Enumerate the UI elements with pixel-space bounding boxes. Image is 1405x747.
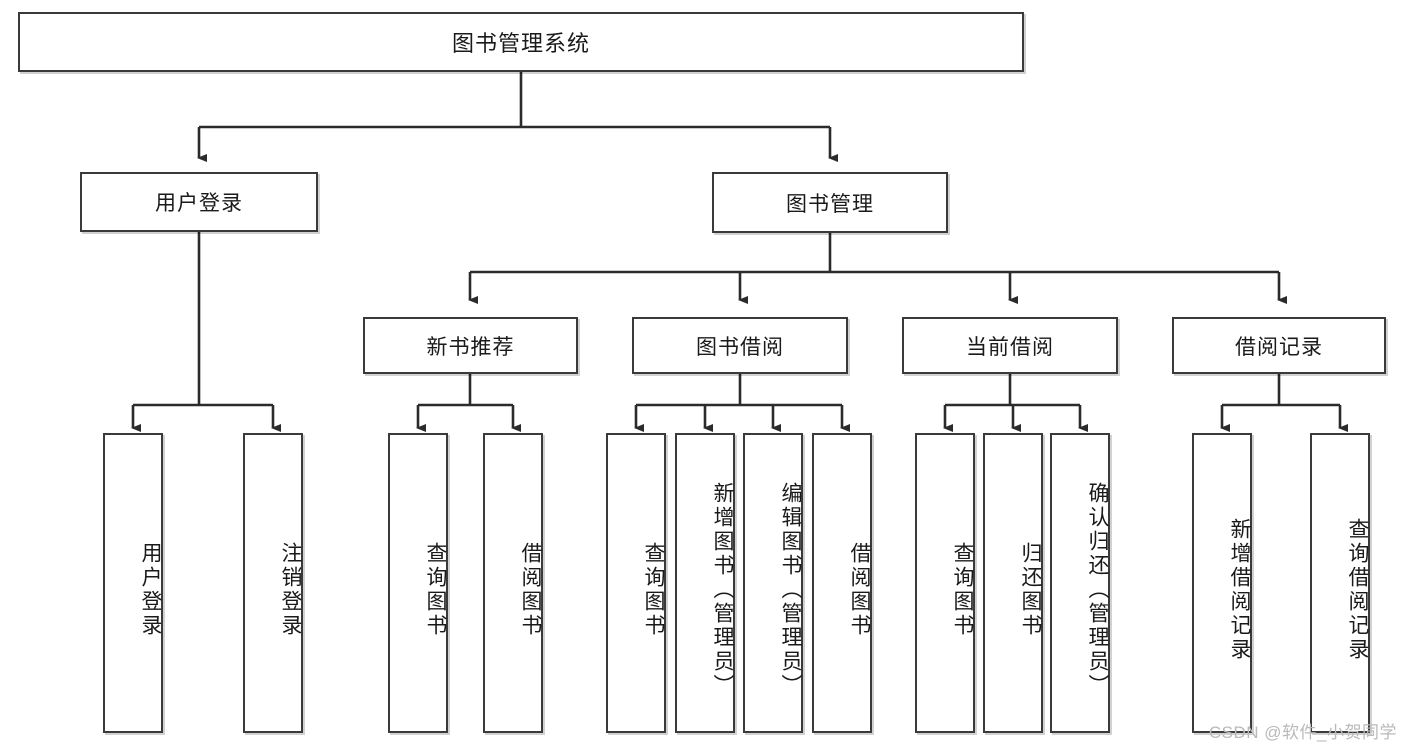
node-label: 新书推荐 [426,335,515,359]
node-label: 图书管理 [786,192,874,216]
node-root-system[interactable]: 图书管理系统 [18,12,1024,72]
node-label: 新增图书（管理员） [711,482,734,698]
leaf-book-borrow-borrow[interactable]: 借阅图书 [812,433,872,733]
node-borrow-record[interactable]: 借阅记录 [1172,317,1386,374]
node-label: 图书借阅 [696,335,784,359]
node-label: 编辑图书（管理员） [779,482,802,698]
watermark: CSDN @软件_小贺同学 [1208,723,1397,742]
node-current-borrow[interactable]: 当前借阅 [902,317,1118,374]
node-book-borrow[interactable]: 图书借阅 [632,317,848,374]
node-label: 新增借阅记录 [1228,518,1251,662]
leaf-book-borrow-add[interactable]: 新增图书（管理员） [675,433,735,733]
node-label: 用户登录 [155,192,243,215]
node-label: 归还图书 [1019,542,1042,638]
node-label: 借阅图书 [848,542,871,638]
leaf-user-login-login[interactable]: 用户登录 [103,433,163,733]
leaf-new-book-query[interactable]: 查询图书 [388,433,448,733]
leaf-new-book-borrow[interactable]: 借阅图书 [483,433,543,733]
node-label: 查询图书 [424,542,447,638]
node-new-book-recommend[interactable]: 新书推荐 [363,317,578,374]
leaf-current-borrow-query[interactable]: 查询图书 [915,433,975,733]
node-label: 借阅图书 [519,542,542,638]
node-label: 查询借阅记录 [1346,518,1369,662]
leaf-current-borrow-confirm-return[interactable]: 确认归还（管理员） [1050,433,1110,733]
node-label: 用户登录 [139,542,162,638]
node-label: 图书管理系统 [451,31,590,56]
leaf-current-borrow-return[interactable]: 归还图书 [983,433,1043,733]
node-label: 借阅记录 [1235,335,1323,359]
leaf-book-borrow-query[interactable]: 查询图书 [606,433,666,733]
leaf-borrow-record-query[interactable]: 查询借阅记录 [1310,433,1370,733]
node-label: 注销登录 [279,542,302,638]
leaf-book-borrow-edit[interactable]: 编辑图书（管理员） [743,433,803,733]
node-book-management[interactable]: 图书管理 [712,172,948,233]
node-label: 查询图书 [951,542,974,638]
node-label: 查询图书 [642,542,665,638]
node-label: 当前借阅 [966,335,1054,359]
node-label: 确认归还（管理员） [1086,482,1109,698]
leaf-user-login-logout[interactable]: 注销登录 [243,433,303,733]
leaf-borrow-record-add[interactable]: 新增借阅记录 [1192,433,1252,733]
node-user-login[interactable]: 用户登录 [80,172,318,232]
